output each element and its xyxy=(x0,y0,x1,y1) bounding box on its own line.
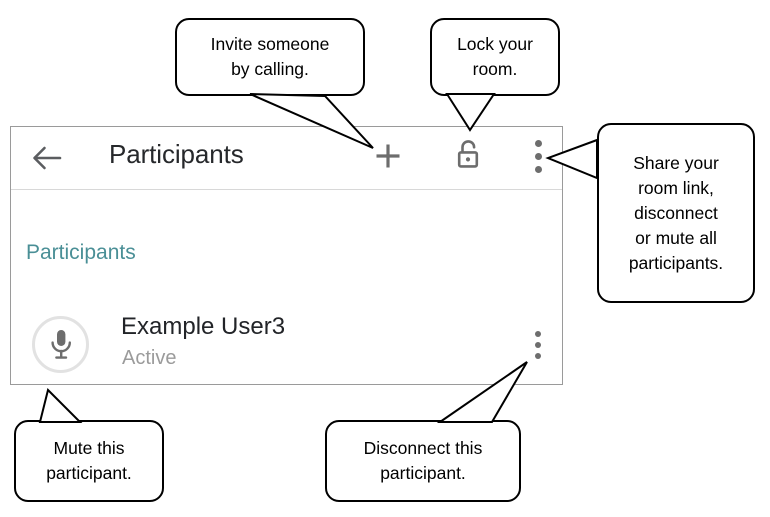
kebab-dots xyxy=(535,329,541,362)
page-title: Participants xyxy=(109,139,244,169)
plus-icon xyxy=(376,144,400,168)
room-overflow-menu-icon[interactable] xyxy=(523,136,553,176)
kebab-dots xyxy=(534,137,542,176)
avatar xyxy=(32,316,89,373)
participant-kebab-menu-icon[interactable] xyxy=(523,327,553,363)
lock-room-button[interactable] xyxy=(446,133,490,177)
unlocked-padlock-icon xyxy=(457,140,479,168)
microphone-icon xyxy=(50,329,71,359)
section-label-participants: Participants xyxy=(26,241,136,264)
participant-name: Example User3 xyxy=(121,313,286,340)
panel-header: Participants xyxy=(11,127,562,190)
participant-list-item[interactable]: Example User3 Active xyxy=(11,313,564,385)
back-arrow-icon[interactable] xyxy=(28,141,66,175)
add-participant-button[interactable] xyxy=(368,136,408,176)
participant-status: Active xyxy=(122,347,177,369)
participants-panel: Participants Participants Example User3 … xyxy=(10,126,563,385)
